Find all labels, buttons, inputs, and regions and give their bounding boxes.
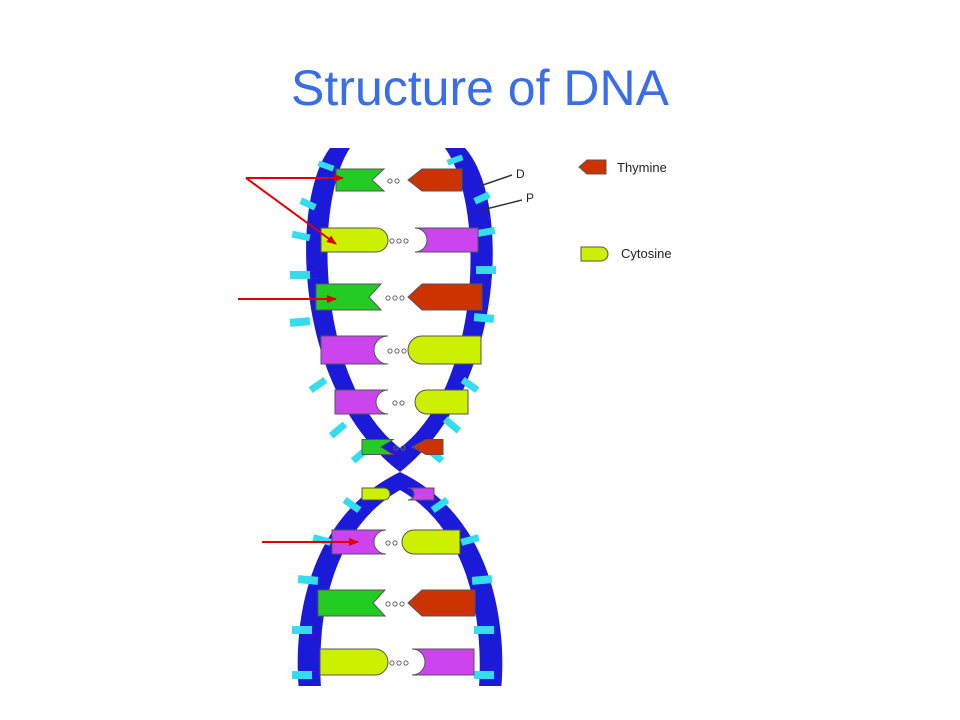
- base-pair: [335, 168, 463, 192]
- pointer-arrows: [238, 174, 359, 546]
- hydrogen-bond: [387, 348, 393, 354]
- base-pair: [320, 227, 479, 253]
- base-pair: [334, 389, 469, 415]
- guanine-base: [331, 529, 387, 555]
- hydrogen-bond: [392, 540, 398, 546]
- phosphate-rung: [460, 534, 480, 546]
- legend: Thymine Cytosine: [578, 159, 672, 262]
- deoxyribose-leader: [479, 174, 513, 187]
- phosphate-rung: [289, 317, 311, 327]
- cytosine-base: [320, 227, 389, 253]
- cytosine-base: [401, 529, 461, 555]
- phosphate-rung: [476, 226, 496, 238]
- phosphate-rung: [328, 421, 348, 439]
- base-pair: [331, 529, 461, 555]
- phosphate-rung: [446, 154, 464, 166]
- hydrogen-bond: [396, 660, 402, 666]
- backbone-lower: [297, 472, 503, 686]
- hydrogen-bond: [385, 601, 391, 607]
- hydrogen-bond: [392, 295, 398, 301]
- phosphate-rung: [299, 197, 317, 211]
- hydrogen-bond: [394, 348, 400, 354]
- hydrogen-bond: [392, 400, 398, 406]
- hydrogen-bond: [403, 660, 409, 666]
- phosphate-rung: [473, 191, 491, 205]
- hydrogen-bond: [393, 445, 399, 451]
- base-pair: [315, 283, 483, 311]
- thymine-base: [407, 283, 483, 311]
- thymine-base: [407, 168, 463, 192]
- hydrogen-bond: [389, 660, 395, 666]
- phosphate-rung: [342, 496, 362, 514]
- adenine-base: [335, 168, 386, 192]
- phosphate-rung: [460, 376, 480, 394]
- thymine-legend-icon: [578, 159, 607, 175]
- phosphate-rung: [442, 416, 462, 434]
- phosphate-rung: [471, 575, 493, 585]
- base-pair: [361, 487, 435, 501]
- guanine-base: [411, 648, 475, 676]
- cytosine-base: [319, 648, 389, 676]
- adenine-base: [361, 439, 395, 455]
- hydrogen-bond: [399, 601, 405, 607]
- phosphate-rung: [474, 626, 494, 634]
- hydrogen-bond: [396, 238, 402, 244]
- phosphate-rung: [476, 266, 496, 274]
- phosphate-rung: [290, 271, 310, 279]
- phosphate-rung: [292, 671, 312, 679]
- phosphate-rung: [474, 671, 494, 679]
- phosphate-rung: [291, 230, 311, 242]
- cytosine-base: [361, 487, 391, 501]
- phosphate-rung: [312, 534, 332, 546]
- phosphate-rung: [317, 160, 335, 172]
- arrow-2: [245, 177, 337, 245]
- phosphate-rung: [473, 313, 495, 323]
- deoxyribose-label: D: [516, 167, 525, 181]
- hydrogen-bond: [399, 400, 405, 406]
- hydrogen-bond: [399, 295, 405, 301]
- hydrogen-bond: [385, 295, 391, 301]
- legend-label-thymine: Thymine: [617, 160, 667, 175]
- guanine-base: [407, 487, 435, 501]
- guanine-base: [334, 389, 389, 415]
- phosphate-leader: [481, 199, 523, 211]
- hydrogen-bond: [389, 238, 395, 244]
- phosphate-rung: [297, 575, 319, 585]
- adenine-base: [315, 283, 383, 311]
- thymine-base: [410, 439, 444, 455]
- hydrogen-bond: [401, 348, 407, 354]
- base-pair: [320, 335, 482, 365]
- cytosine-legend-icon: [580, 246, 609, 262]
- page-title: Structure of DNA: [291, 60, 669, 116]
- cytosine-base: [414, 389, 469, 415]
- base-pair: [317, 589, 476, 617]
- phosphate-label: P: [526, 191, 534, 205]
- legend-label-cytosine: Cytosine: [621, 246, 672, 261]
- hydrogen-bond: [403, 238, 409, 244]
- guanine-base: [414, 227, 479, 253]
- phosphate-rung: [308, 376, 328, 394]
- hydrogen-bond: [394, 178, 400, 184]
- base-pair: [319, 648, 475, 676]
- guanine-base: [320, 335, 389, 365]
- phosphate-rung: [292, 626, 312, 634]
- phosphate-rung: [430, 496, 450, 514]
- hydrogen-bond: [387, 178, 393, 184]
- cytosine-base: [407, 335, 482, 365]
- thymine-base: [407, 589, 476, 617]
- hydrogen-bond: [385, 540, 391, 546]
- adenine-base: [317, 589, 387, 617]
- hydrogen-bond: [400, 445, 406, 451]
- hydrogen-bond: [392, 601, 398, 607]
- base-pair: [361, 439, 444, 455]
- base-pairs: [315, 168, 483, 676]
